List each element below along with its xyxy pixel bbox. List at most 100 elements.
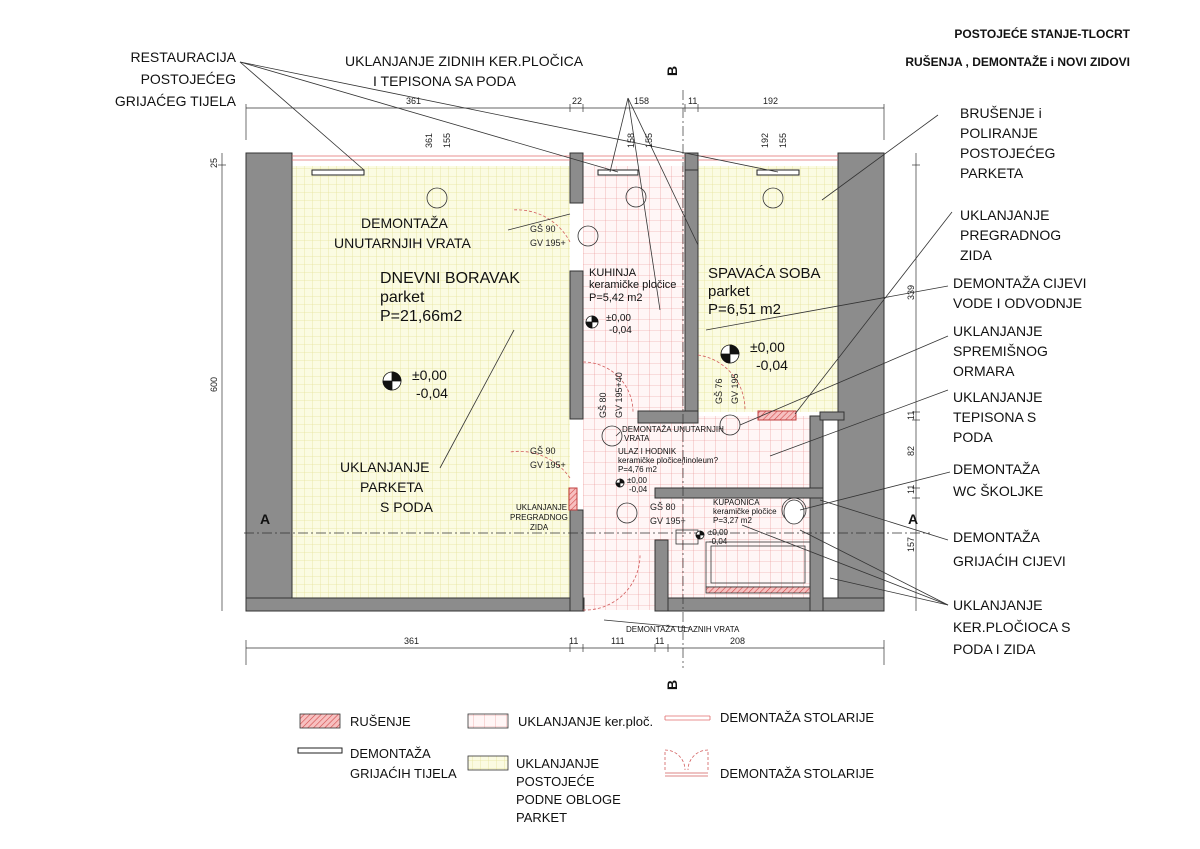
walls [245, 152, 885, 612]
kitchen-level-top: ±0,00 [606, 313, 631, 324]
legend-swatch-grijaca [297, 747, 343, 754]
dim-bottom-5: 208 [730, 636, 745, 646]
annotation-tepisona: UKLANJANJE TEPISONA S PODA [953, 389, 1042, 445]
bedroom-floor [698, 166, 844, 412]
living-level-top: ±0,00 [412, 367, 447, 383]
svg-text:DEMONTAŽA: DEMONTAŽA [361, 215, 449, 231]
svg-text:UKLANJANJE: UKLANJANJE [516, 503, 567, 512]
wc-bowl [783, 499, 805, 525]
bath-level-top: ±0,00 [708, 528, 729, 537]
legend-swatch-rusenje [299, 713, 341, 729]
svg-text:UKLANJANJE: UKLANJANJE [953, 597, 1042, 613]
section-mark-a-right: A [908, 511, 918, 527]
annotation-brusenje: BRUŠENJE i POLIRANJE POSTOJEĆEG PARKETA [960, 105, 1055, 181]
ceiling-lights [426, 186, 807, 524]
svg-text:ZIDA: ZIDA [960, 247, 993, 263]
door-3-height: GV 195 [730, 373, 740, 404]
svg-text:GRIJAĆEG TIJELA: GRIJAĆEG TIJELA [115, 93, 237, 109]
section-mark-a-left: A [260, 511, 270, 527]
svg-text:RESTAURACIJA: RESTAURACIJA [130, 49, 236, 65]
annotation-ulaznih-vrata: DEMONTAŽA ULAZNIH VRATA [626, 625, 740, 634]
legend: RUŠENJE UKLANJANJE ker.ploč. DEMONTAŽA S… [297, 710, 874, 825]
svg-text:I TEPISONA SA PODA: I TEPISONA SA PODA [373, 73, 517, 89]
bath-name: KUPAONICA [713, 498, 760, 507]
legend-ker: UKLANJANJE ker.ploč. [518, 714, 653, 729]
title-line-1: POSTOJEĆE STANJE-TLOCRT [954, 26, 1130, 41]
door-4-width: GŠ 90 [530, 446, 556, 456]
legend-stolarija-2: DEMONTAŽA STOLARIJE [720, 766, 874, 781]
svg-text:UKLANJANJE: UKLANJANJE [960, 207, 1049, 223]
demolished-wall-wardrobe [757, 410, 797, 421]
legend-parket-4: PARKET [516, 810, 567, 825]
svg-text:DEMONTAŽA: DEMONTAŽA [953, 461, 1041, 477]
bedroom-level-bottom: -0,04 [756, 357, 788, 373]
svg-text:UNUTARNJIH VRATA: UNUTARNJIH VRATA [334, 235, 472, 251]
annotation-small-vrata: DEMONTAŽA UNUTARNJIH VRATA [622, 425, 724, 443]
dim-right-1: 339 [906, 285, 916, 300]
svg-text:WC ŠKOLJKE: WC ŠKOLJKE [953, 483, 1043, 499]
dim-left-2: 600 [209, 377, 219, 392]
annotation-pregradnog: UKLANJANJE PREGRADNOG ZIDA [960, 207, 1061, 263]
dim-right-5: 157 [906, 537, 916, 552]
svg-text:PARKETA: PARKETA [360, 479, 424, 495]
annotation-cijevi-vode: DEMONTAŽA CIJEVI VODE I ODVODNJE [953, 275, 1087, 311]
section-mark-b-top: B [664, 66, 680, 76]
living-room-name: DNEVNI BORAVAK [380, 270, 520, 287]
living-room-area: P=21,66m2 [380, 308, 462, 325]
bath-level-bottom: -0,04 [709, 537, 728, 546]
svg-text:DEMONTAŽA CIJEVI: DEMONTAŽA CIJEVI [953, 275, 1087, 291]
dim-top-4: 11 [688, 96, 697, 106]
hall-level-top: ±0,00 [627, 476, 648, 485]
living-level-bottom: -0,04 [416, 385, 448, 401]
living-room-floor-type: parket [380, 289, 425, 306]
svg-text:ZIDA: ZIDA [530, 523, 549, 532]
dim-top-5: 192 [763, 96, 778, 106]
dim-inner-6: 155 [778, 133, 788, 148]
svg-text:TEPISONA S: TEPISONA S [953, 409, 1036, 425]
svg-text:KER.PLOČIOCA S: KER.PLOČIOCA S [953, 619, 1070, 635]
svg-text:VRATA: VRATA [624, 434, 650, 443]
door-5-width: GŠ 80 [650, 502, 676, 512]
dim-inner-1: 361 [424, 133, 434, 148]
kitchen-floor [583, 166, 698, 416]
entry-floor [583, 540, 655, 610]
kitchen-area: P=5,42 m2 [589, 292, 643, 304]
section-mark-b-bottom: B [664, 680, 680, 690]
door-5-height: GV 195+ [650, 516, 686, 526]
svg-text:PODA: PODA [953, 429, 993, 445]
svg-text:PREGRADNOG: PREGRADNOG [510, 513, 568, 522]
svg-text:UKLANJANJE: UKLANJANJE [953, 323, 1042, 339]
legend-rusenje: RUŠENJE [350, 714, 411, 729]
svg-text:UKLANJANJE: UKLANJANJE [340, 459, 429, 475]
legend-swatch-parket [467, 755, 509, 771]
annotation-restauracija: RESTAURACIJA POSTOJEĆEG GRIJAĆEG TIJELA [115, 49, 237, 109]
svg-text:UKLANJANJE: UKLANJANJE [953, 389, 1042, 405]
annotation-uklanjanje-zidnih: UKLANJANJE ZIDNIH KER.PLOČICA I TEPISONA… [345, 53, 584, 89]
door-1-height: GV 195+ [530, 238, 566, 248]
hall-area: P=4,76 m2 [618, 465, 657, 474]
svg-text:BRUŠENJE i: BRUŠENJE i [960, 105, 1042, 121]
legend-parket-3: PODNE OBLOGE [516, 792, 621, 807]
kitchen-level-bottom: -0,04 [609, 325, 632, 336]
legend-swatch-ker [467, 713, 509, 729]
bath-area: P=3,27 m2 [713, 516, 752, 525]
svg-text:GRIJAĆIH CIJEVI: GRIJAĆIH CIJEVI [953, 553, 1066, 569]
title-line-2: RUŠENJA , DEMONTAŽE i NOVI ZIDOVI [905, 54, 1130, 69]
svg-text:DEMONTAŽA: DEMONTAŽA [953, 529, 1041, 545]
legend-grijaca-2: GRIJAĆIH TIJELA [350, 766, 457, 781]
svg-text:UKLANJANJE ZIDNIH KER.PLOČICA: UKLANJANJE ZIDNIH KER.PLOČICA [345, 53, 584, 69]
dim-top-3: 158 [634, 96, 649, 106]
kitchen-floor-type: keramičke pločice [589, 279, 676, 291]
annotation-parketa: UKLANJANJE PARKETA S PODA [340, 459, 434, 515]
svg-text:S PODA: S PODA [380, 499, 434, 515]
dim-inner-3: 158 [626, 133, 636, 148]
door-1-width: GŠ 90 [530, 224, 556, 234]
dim-top-1: 361 [406, 96, 421, 106]
living-room-floor [292, 166, 570, 610]
annotation-spremisnog: UKLANJANJE SPREMIŠNOG ORMARA [953, 323, 1048, 379]
section-lines [244, 90, 930, 668]
leader-lines [239, 61, 953, 629]
bathtub [705, 541, 811, 594]
svg-text:PODA I ZIDA: PODA I ZIDA [953, 641, 1036, 657]
